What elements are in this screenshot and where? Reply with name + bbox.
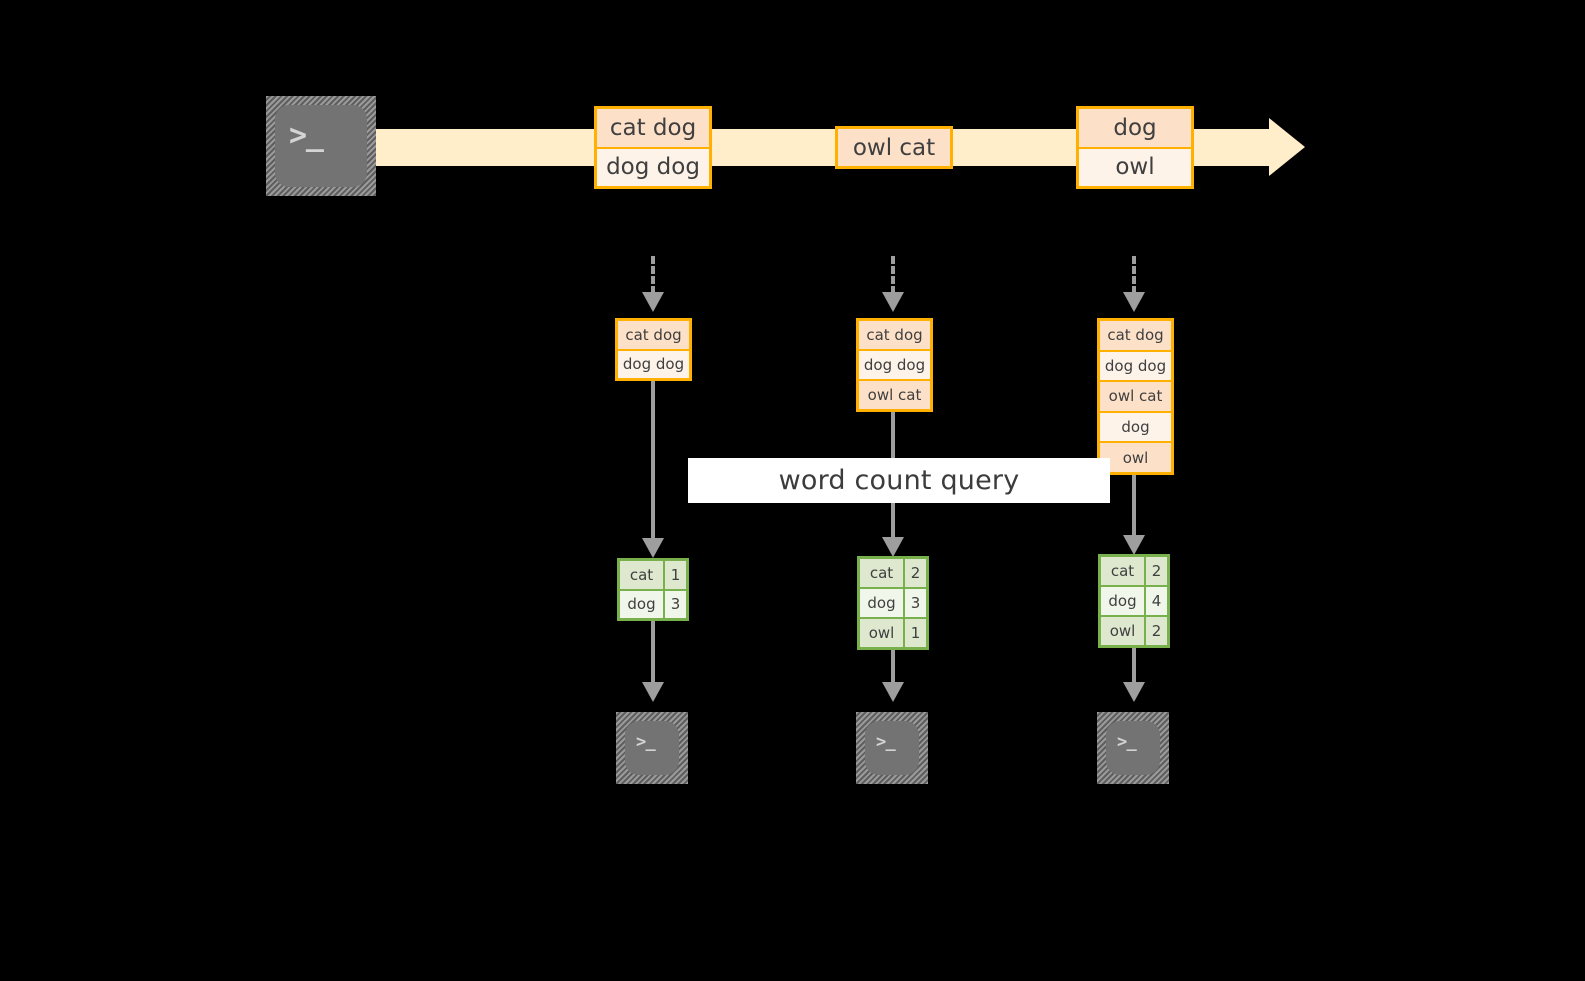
result-table-3-row-2-word: dog	[1101, 587, 1144, 615]
input-table-2-row-1: cat dog	[859, 321, 930, 349]
stream-batch-3-line-2: owl	[1079, 146, 1191, 186]
result-table-2-row-1: cat 2	[860, 559, 926, 587]
result-table-3: cat 2 dog 4 owl 2	[1098, 554, 1170, 648]
input-table-3-row-4: dog	[1100, 410, 1171, 442]
trigger-connector-2-head	[882, 292, 904, 312]
sink-connector-1	[651, 621, 655, 685]
sink-terminal-icon-3: >_	[1097, 712, 1169, 784]
input-table-1-row-1: cat dog	[618, 321, 689, 349]
sink-connector-3	[1132, 648, 1136, 685]
stream-batch-3-line-1: dog	[1079, 109, 1191, 147]
stream-batch-1: cat dog dog dog	[594, 106, 712, 189]
terminal-prompt-glyph: >_	[636, 732, 656, 752]
sink-terminal-body-3: >_	[1106, 721, 1160, 775]
result-table-1-row-1: cat 1	[620, 561, 686, 589]
input-table-2-row-2: dog dog	[859, 349, 930, 379]
query-label-text: word count query	[778, 465, 1020, 496]
sink-connector-2-head	[882, 682, 904, 702]
result-table-2-row-3-count: 1	[903, 619, 926, 647]
trigger-connector-1-head	[642, 292, 664, 312]
stream-batch-1-line-1: cat dog	[597, 109, 709, 147]
sink-connector-1-head	[642, 682, 664, 702]
terminal-prompt-glyph: >_	[876, 732, 896, 752]
query-connector-1	[651, 381, 655, 541]
trigger-connector-3	[1132, 256, 1136, 294]
input-table-1-row-2: dog dog	[618, 348, 689, 378]
result-table-3-row-3: owl 2	[1101, 615, 1167, 645]
result-table-2-row-2-word: dog	[860, 589, 903, 617]
sink-connector-3-head	[1123, 682, 1145, 702]
source-terminal-icon: >_	[266, 96, 376, 196]
result-table-3-row-1: cat 2	[1101, 557, 1167, 585]
terminal-prompt-glyph: >_	[1117, 732, 1137, 752]
stream-batch-3: dog owl	[1076, 106, 1194, 189]
result-table-1-row-2: dog 3	[620, 588, 686, 618]
result-table-3-row-2-count: 4	[1144, 587, 1167, 615]
result-table-3-row-1-word: cat	[1101, 557, 1144, 585]
input-table-3-row-1: cat dog	[1100, 321, 1171, 350]
result-table-1: cat 1 dog 3	[617, 558, 689, 621]
trigger-connector-2	[891, 256, 895, 294]
sink-terminal-body-2: >_	[865, 721, 919, 775]
result-table-2: cat 2 dog 3 owl 1	[857, 556, 929, 650]
query-connector-1-head	[642, 538, 664, 558]
result-table-1-row-2-count: 3	[663, 590, 686, 618]
result-table-3-row-3-count: 2	[1144, 617, 1167, 645]
result-table-2-row-2-count: 3	[903, 589, 926, 617]
result-table-2-row-1-word: cat	[860, 559, 903, 587]
input-table-3-row-3: owl cat	[1100, 380, 1171, 411]
trigger-connector-3-head	[1123, 292, 1145, 312]
stream-batch-1-line-2: dog dog	[597, 146, 709, 186]
input-table-1: cat dog dog dog	[615, 318, 692, 381]
source-terminal-body: >_	[275, 105, 367, 187]
query-connector-2-head	[882, 537, 904, 557]
input-table-3-row-5: owl	[1100, 441, 1171, 472]
input-table-3-row-2: dog dog	[1100, 349, 1171, 381]
input-table-3: cat dog dog dog owl cat dog owl	[1097, 318, 1174, 475]
result-table-1-row-1-count: 1	[663, 561, 686, 589]
stream-arrow-head	[1269, 118, 1305, 176]
result-table-2-row-1-count: 2	[903, 559, 926, 587]
result-table-3-row-2: dog 4	[1101, 585, 1167, 615]
result-table-2-row-3-word: owl	[860, 619, 903, 647]
query-connector-3-head	[1123, 535, 1145, 555]
input-table-2: cat dog dog dog owl cat	[856, 318, 933, 412]
query-connector-3	[1132, 475, 1136, 539]
query-label-band: word count query	[688, 458, 1110, 503]
sink-connector-2	[891, 650, 895, 685]
input-table-2-row-3: owl cat	[859, 379, 930, 409]
result-table-1-row-1-word: cat	[620, 561, 663, 589]
sink-terminal-body-1: >_	[625, 721, 679, 775]
result-table-1-row-2-word: dog	[620, 590, 663, 618]
stream-batch-2-line-1: owl cat	[838, 129, 950, 166]
result-table-3-row-1-count: 2	[1144, 557, 1167, 585]
terminal-prompt-glyph: >_	[289, 118, 324, 153]
sink-terminal-icon-1: >_	[616, 712, 688, 784]
stream-batch-2: owl cat	[835, 126, 953, 169]
sink-terminal-icon-2: >_	[856, 712, 928, 784]
result-table-2-row-2: dog 3	[860, 587, 926, 617]
result-table-3-row-3-word: owl	[1101, 617, 1144, 645]
result-table-2-row-3: owl 1	[860, 617, 926, 647]
trigger-connector-1	[651, 256, 655, 294]
